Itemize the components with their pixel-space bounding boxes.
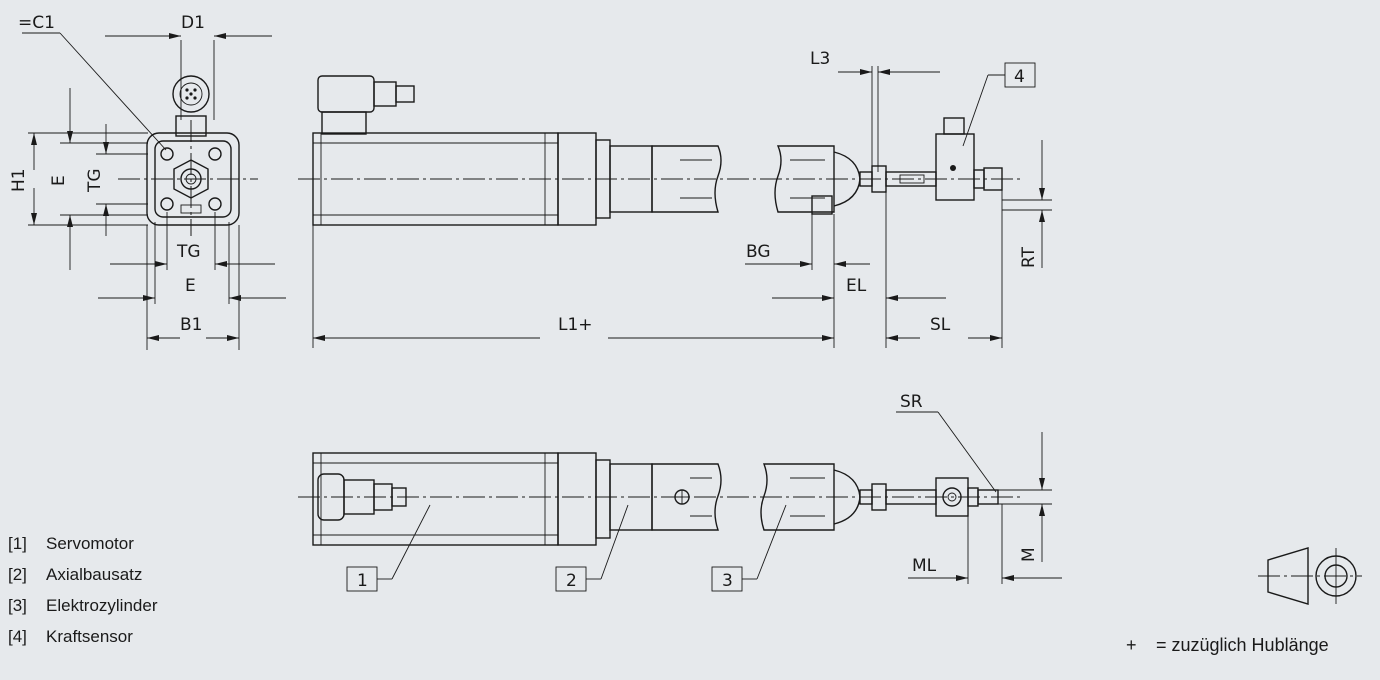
first-angle-projection-icon (1258, 547, 1362, 605)
e-horizontal-label: E (185, 276, 196, 296)
end-view (118, 75, 258, 236)
top-view-dimensions: 1 2 3 SR ML M (346, 392, 1062, 592)
sl-label: SL (930, 315, 951, 335)
legend-item-number: [2] (8, 565, 27, 584)
h1-label: H1 (9, 168, 29, 192)
legend-item-label: Axialbausatz (46, 565, 143, 584)
d1-label: D1 (181, 13, 205, 33)
m-label: M (1019, 547, 1039, 562)
end-view-dimensions: D1 =C1 H1 E TG TG E (9, 13, 286, 350)
l1-label: L1+ (558, 315, 593, 335)
legend-item-number: [1] (8, 534, 27, 553)
callout-2: 2 (566, 571, 577, 591)
callout-3: 3 (722, 571, 733, 591)
sr-label: SR (900, 392, 923, 412)
footnote: + = zuzüglich Hublänge (1126, 635, 1329, 656)
tg-horizontal-label: TG (176, 242, 201, 262)
el-label: EL (846, 276, 867, 296)
legend-item-number: [3] (8, 596, 27, 615)
legend-item-label: Elektrozylinder (46, 596, 158, 615)
side-view-dimensions: L3 4 BG EL L1+ SL RT (312, 49, 1052, 348)
top-view (298, 452, 1022, 546)
tg-vertical-label: TG (85, 168, 105, 193)
b1-label: B1 (180, 315, 202, 335)
legend-item-label: Servomotor (46, 534, 134, 553)
legend-item: [3] Elektrozylinder (8, 590, 158, 621)
ml-label: ML (912, 556, 937, 576)
legend-item: [2] Axialbausatz (8, 559, 158, 590)
footnote-text: = zuzüglich Hublänge (1156, 635, 1329, 655)
legend-item-number: [4] (8, 627, 27, 646)
e-vertical-label: E (49, 175, 69, 186)
rt-label: RT (1019, 246, 1039, 268)
legend-item: [4] Kraftsensor (8, 621, 158, 652)
legend: [1] Servomotor [2] Axialbausatz [3] Elektro… (8, 528, 158, 652)
legend-item: [1] Servomotor (8, 528, 158, 559)
callout-1: 1 (357, 571, 368, 591)
side-view (298, 75, 1022, 226)
callout-4: 4 (1014, 67, 1025, 87)
footnote-symbol: + (1126, 635, 1137, 655)
c1-label: =C1 (18, 13, 55, 33)
legend-item-label: Kraftsensor (46, 627, 133, 646)
bg-label: BG (746, 242, 771, 262)
l3-label: L3 (810, 49, 830, 69)
